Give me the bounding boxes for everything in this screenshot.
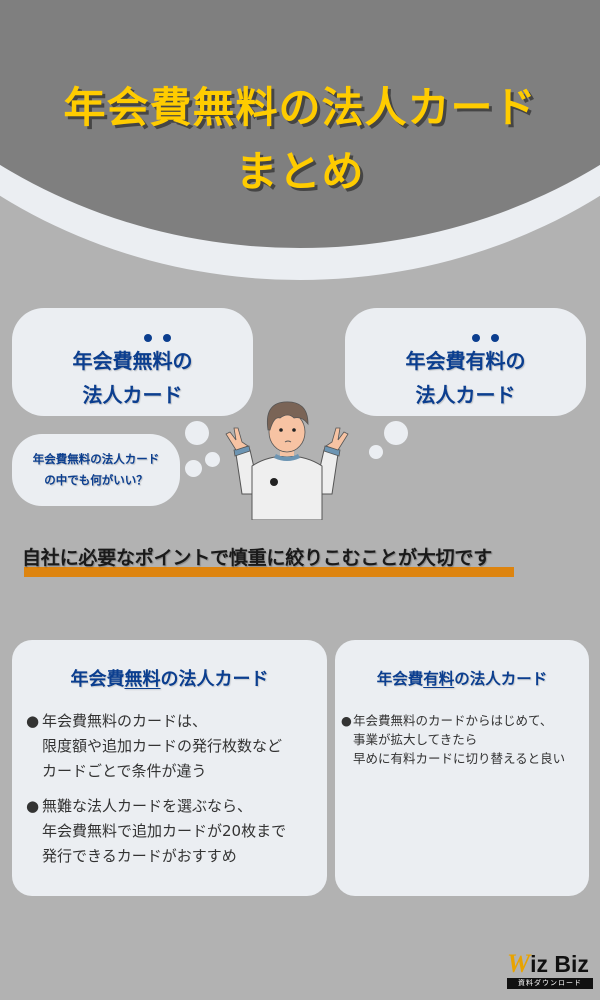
card-free: 年会費無料の法人カード ● 年会費無料のカードは、 限度額や追加カードの発行枚数… — [12, 640, 327, 896]
list-item: ● 年会費無料のカードは、 限度額や追加カードの発行枚数など カードごとで条件が… — [26, 709, 327, 784]
bullet-icon: ● — [26, 712, 40, 730]
key-statement: 自社に必要なポイントで慎重に絞りこむことが大切です — [22, 547, 493, 569]
thought-dot — [369, 445, 383, 459]
title-emphasis: 有料 — [423, 670, 455, 688]
title-emphasis: 無料 — [124, 669, 161, 690]
emphasis-dot — [144, 334, 152, 342]
page-title: 年会費無料の法人カード まとめ — [0, 76, 600, 204]
emphasis-dot — [472, 334, 480, 342]
emphasis-dot — [491, 334, 499, 342]
title-line-2: まとめ — [235, 147, 365, 196]
emphasis-dot — [163, 334, 171, 342]
header-background — [0, 0, 600, 248]
wizbiz-logo[interactable]: Wiz Biz 資料ダウンロード — [507, 949, 593, 992]
list-line: 無難な法人カードを選ぶなら、 — [42, 797, 253, 815]
header: 年会費無料の法人カード まとめ — [0, 0, 600, 290]
title-suffix: の法人カード — [160, 669, 269, 690]
card-free-title: 年会費無料の法人カード — [12, 665, 327, 691]
bubble-free-line-1: 年会費無料の — [72, 349, 193, 373]
card-paid-list: ● 年会費無料のカードからはじめて、 事業が拡大してきたら 早めに有料カードに切… — [341, 711, 589, 768]
card-paid-title: 年会費有料の法人カード — [335, 667, 589, 689]
bubble-question: 年会費無料の法人カード の中でも何がいい？ — [12, 434, 180, 506]
list-line: 事業が拡大してきたら — [353, 732, 478, 747]
title-prefix: 年会費 — [70, 669, 125, 690]
thought-dot — [205, 452, 220, 467]
list-line: 早めに有料カードに切り替えると良い — [353, 751, 566, 766]
bubble-paid-line-1: 年会費有料の — [405, 349, 526, 373]
logo-download-label: 資料ダウンロード — [507, 978, 593, 989]
bullet-icon: ● — [26, 797, 40, 815]
bubble-question-line-2: の中でも何がいい？ — [44, 473, 148, 487]
statement-underline — [24, 567, 514, 577]
list-line: カードごとで条件が違う — [42, 762, 207, 780]
list-line: 年会費無料で追加カードが20枚まで — [42, 822, 287, 840]
bubble-paid-card: 年会費有料の 法人カード — [345, 308, 586, 416]
bubble-free-line-2: 法人カード — [82, 383, 183, 407]
bullet-icon: ● — [341, 713, 352, 728]
title-prefix: 年会費 — [376, 670, 424, 688]
bubble-paid-line-2: 法人カード — [415, 383, 516, 407]
bubble-question-line-1: 年会費無料の法人カード — [32, 452, 160, 466]
card-free-list: ● 年会費無料のカードは、 限度額や追加カードの発行枚数など カードごとで条件が… — [26, 709, 327, 869]
list-item: ● 無難な法人カードを選ぶなら、 年会費無料で追加カードが20枚まで 発行できる… — [26, 794, 327, 869]
list-line: 年会費無料のカードは、 — [42, 712, 208, 730]
logo-rest: iz Biz — [530, 951, 589, 977]
list-line: 発行できるカードがおすすめ — [42, 847, 237, 865]
bubble-free-card: 年会費無料の 法人カード — [12, 308, 253, 416]
logo-w: W — [507, 949, 531, 978]
thought-dot — [185, 421, 209, 445]
list-line: 年会費無料のカードからはじめて、 — [353, 713, 553, 728]
list-item: ● 年会費無料のカードからはじめて、 事業が拡大してきたら 早めに有料カードに切… — [341, 711, 589, 768]
title-line-1: 年会費無料の法人カード — [63, 83, 537, 132]
confused-person-illustration — [225, 401, 349, 520]
logo-wordmark: Wiz Biz — [507, 949, 593, 978]
thought-dot — [185, 460, 202, 477]
title-suffix: の法人カード — [454, 670, 548, 688]
list-line: 限度額や追加カードの発行枚数など — [42, 737, 283, 755]
card-paid: 年会費有料の法人カード ● 年会費無料のカードからはじめて、 事業が拡大してきた… — [335, 640, 589, 896]
thought-dot — [384, 421, 408, 445]
